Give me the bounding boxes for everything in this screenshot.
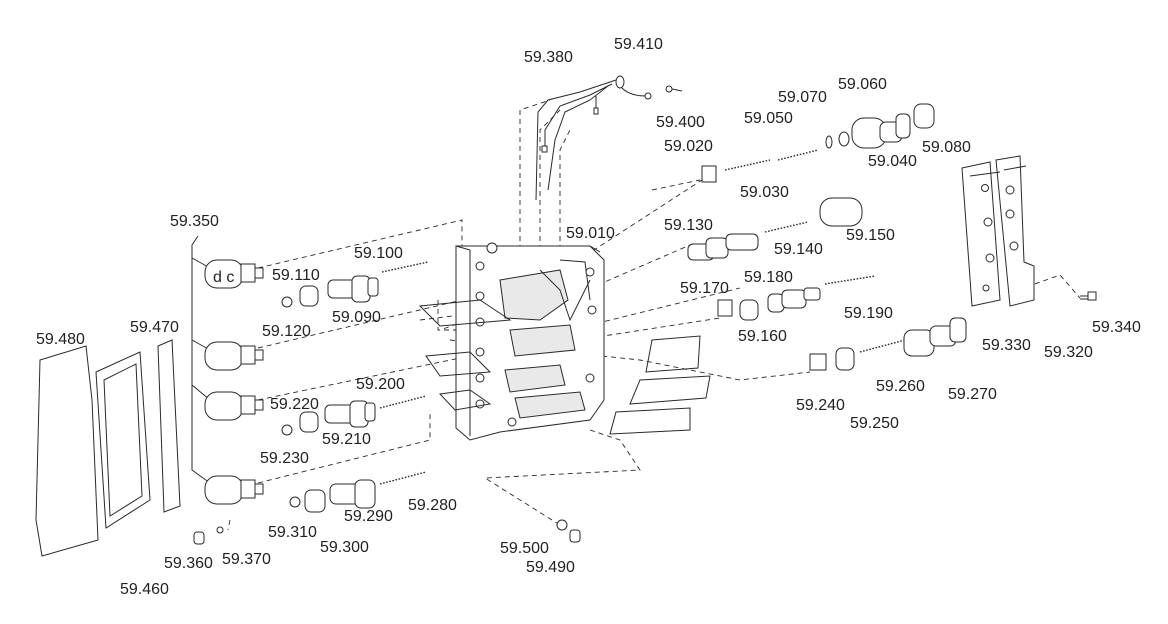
label-59260: 59.260 xyxy=(876,378,925,395)
label-59280: 59.280 xyxy=(408,497,457,514)
label-59050: 59.050 xyxy=(744,110,793,127)
bolt-59400 xyxy=(665,85,683,93)
label-59170: 59.170 xyxy=(680,280,729,297)
label-59460: 59.460 xyxy=(120,581,169,598)
label-59410: 59.410 xyxy=(614,36,663,53)
label-59340: 59.340 xyxy=(1092,319,1141,336)
label-59070: 59.070 xyxy=(778,89,827,106)
valve-body xyxy=(455,242,605,441)
part-labels: 59.380 59.410 59.400 59.070 59.060 59.05… xyxy=(36,36,1141,598)
label-59020: 59.020 xyxy=(664,138,713,155)
label-59320: 59.320 xyxy=(1044,344,1093,361)
label-59040: 59.040 xyxy=(868,153,917,170)
label-59150: 59.150 xyxy=(846,227,895,244)
label-59380: 59.380 xyxy=(524,49,573,66)
label-59090: 59.090 xyxy=(332,309,381,326)
leader-59350 xyxy=(191,235,211,484)
spools xyxy=(193,103,967,545)
label-59500: 59.500 xyxy=(500,540,549,557)
label-59490: 59.490 xyxy=(526,559,575,576)
separator-plates xyxy=(418,299,711,435)
label-59270: 59.270 xyxy=(948,386,997,403)
label-59140: 59.140 xyxy=(774,241,823,258)
label-59290: 59.290 xyxy=(344,508,393,525)
label-59360: 59.360 xyxy=(164,555,213,572)
springs xyxy=(379,149,906,485)
label-59350: 59.350 xyxy=(170,213,219,230)
plates-right xyxy=(961,155,1035,307)
bolt-59340 xyxy=(1080,291,1097,301)
label-59010: 59.010 xyxy=(566,225,615,242)
label-59180: 59.180 xyxy=(744,269,793,286)
label-59200: 59.200 xyxy=(356,376,405,393)
label-59300: 59.300 xyxy=(320,539,369,556)
gaskets xyxy=(35,339,181,557)
label-59190: 59.190 xyxy=(844,305,893,322)
label-59110: 59.110 xyxy=(272,267,320,284)
label-59470: 59.470 xyxy=(130,319,179,336)
label-59060: 59.060 xyxy=(838,76,887,93)
label-59400: 59.400 xyxy=(656,114,705,131)
label-59120: 59.120 xyxy=(262,323,311,340)
label-59080: 59.080 xyxy=(922,139,971,156)
svg-text:d c: d c xyxy=(213,269,234,286)
label-59130: 59.130 xyxy=(664,217,713,234)
label-59310: 59.310 xyxy=(268,524,317,541)
label-59210: 59.210 xyxy=(322,431,371,448)
label-59230: 59.230 xyxy=(260,450,309,467)
label-59030: 59.030 xyxy=(740,184,789,201)
label-59160: 59.160 xyxy=(738,328,787,345)
label-59100: 59.100 xyxy=(354,245,403,262)
label-59480: 59.480 xyxy=(36,331,85,348)
wiring-harness xyxy=(535,75,652,201)
solenoids: d c xyxy=(204,259,264,505)
label-59250: 59.250 xyxy=(850,415,899,432)
label-59220: 59.220 xyxy=(270,396,319,413)
label-59240: 59.240 xyxy=(796,397,845,414)
label-59330: 59.330 xyxy=(982,337,1031,354)
label-59370: 59.370 xyxy=(222,551,271,568)
